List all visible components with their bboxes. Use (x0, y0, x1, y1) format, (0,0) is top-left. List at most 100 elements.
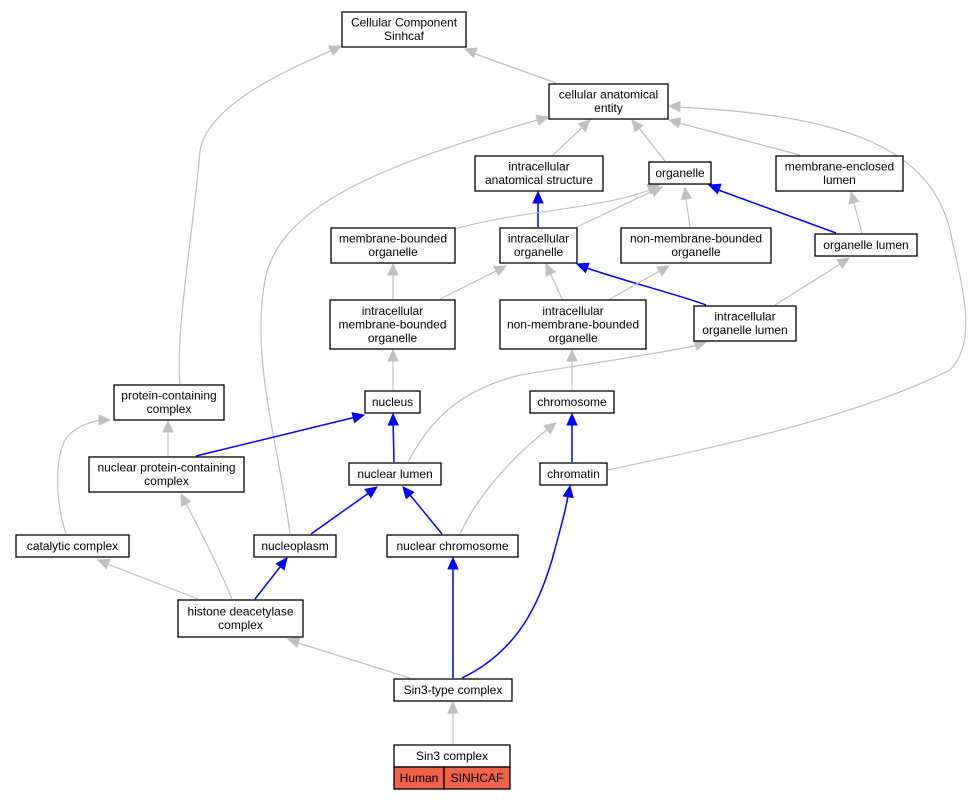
edge-arrowhead (387, 262, 399, 276)
node-label: nucleus (372, 395, 413, 409)
edge-nucp-to-cae (260, 114, 550, 535)
node-label: cellular anatomical (559, 88, 658, 102)
edge-line (674, 121, 801, 156)
edge-chrom-to-inmbo (566, 348, 578, 390)
node-cat[interactable]: catalytic complex (15, 534, 130, 558)
node-label: organelle (671, 245, 721, 259)
edge-arrowhead (575, 262, 590, 274)
edge-hdc-to-npcc (180, 492, 233, 600)
node-label: organelle (368, 245, 418, 259)
node-s3c[interactable]: Sin3 complex (393, 744, 511, 768)
node-label: Sinhcaf (384, 29, 425, 43)
edge-arrowhead (566, 412, 578, 426)
node-label: organelle lumen (702, 323, 787, 337)
edge-imbo-to-io (439, 265, 508, 300)
edge-arrowhead (836, 257, 851, 270)
edge-line (178, 47, 338, 385)
node-label: intracellular (508, 160, 569, 174)
node-chrt[interactable]: chromatin (539, 462, 608, 486)
edge-arrowhead (535, 114, 550, 126)
node-label: Sin3-type complex (404, 683, 503, 697)
edge-nchr-to-nl (402, 486, 443, 535)
edge-line (405, 489, 443, 535)
edge-nchr-to-chrom (459, 422, 557, 535)
node-chrom[interactable]: chromosome (529, 390, 615, 414)
edge-ol-to-mel (848, 190, 863, 234)
edge-arrowhead (566, 348, 578, 362)
node-box (348, 462, 442, 486)
edge-ias-to-cae (552, 119, 591, 156)
node-label: intracellular (714, 310, 775, 324)
edge-org-to-cae (631, 119, 666, 162)
edge-nmbo-to-org (680, 186, 693, 228)
node-label: membrane-enclosed (785, 160, 894, 174)
edge-line (310, 489, 374, 535)
edge-arrowhead (493, 265, 508, 277)
edge-arrowhead (402, 486, 415, 500)
edge-npcc-to-pcc (162, 419, 174, 456)
edge-arrowhead (707, 183, 722, 195)
node-label: nuclear lumen (357, 467, 432, 481)
edge-pcc-to-cc (178, 45, 343, 385)
node-box (113, 384, 225, 421)
node-label: entity (594, 101, 623, 115)
edge-line (454, 187, 656, 230)
edge-arrowhead (162, 419, 174, 433)
node-label: intracellular (508, 232, 569, 246)
edge-arrowhead (351, 412, 366, 424)
node-box (814, 233, 918, 257)
node-label: lumen (823, 173, 856, 187)
node-box (693, 305, 797, 342)
edges-layer (57, 45, 967, 744)
node-label: nucleoplasm (261, 539, 328, 553)
node-box (253, 534, 337, 558)
node-box (474, 155, 604, 192)
edge-arrowhead (286, 636, 301, 649)
edge-chrt-to-cae (607, 100, 967, 471)
node-label: intracellular (542, 304, 603, 318)
node-label: organelle (548, 331, 598, 345)
edge-mel-to-cae (667, 117, 801, 156)
node-label: intracellular (362, 304, 423, 318)
node-org[interactable]: organelle (648, 161, 712, 185)
node-label: Cellular Component (351, 16, 458, 30)
node-nchr[interactable]: nuclear chromosome (386, 534, 519, 558)
edge-ol-to-org (707, 183, 837, 234)
edge-arrowhead (96, 558, 111, 570)
edge-arrowhead (667, 100, 681, 113)
edge-inmbo-to-io (545, 262, 563, 300)
node-box (386, 534, 519, 558)
node-nl[interactable]: nuclear lumen (348, 462, 442, 486)
node-label: organelle (368, 331, 418, 345)
edge-arrowhead (577, 119, 591, 133)
node-inmbo[interactable]: intracellularnon-membrane-boundedorganel… (499, 299, 647, 350)
edge-s3t-to-hdc (286, 636, 411, 679)
edge-arrowhead (328, 45, 343, 57)
node-box (341, 11, 467, 48)
node-s3t[interactable]: Sin3-type complex (393, 678, 513, 702)
edge-inmbo-to-nmbo (609, 265, 671, 300)
edge-s3t-to-chrt (461, 484, 574, 679)
node-box (648, 161, 712, 185)
node-label: complex (144, 474, 189, 488)
node-nucp[interactable]: nucleoplasm (253, 534, 337, 558)
node-label: membrane-bounded (338, 317, 446, 331)
node-ol[interactable]: organelle lumen (814, 233, 918, 257)
node-label: nuclear chromosome (396, 539, 508, 553)
edge-arrowhead (631, 119, 644, 133)
node-label: organelle (514, 245, 564, 259)
node-nuc[interactable]: nucleus (364, 390, 421, 414)
